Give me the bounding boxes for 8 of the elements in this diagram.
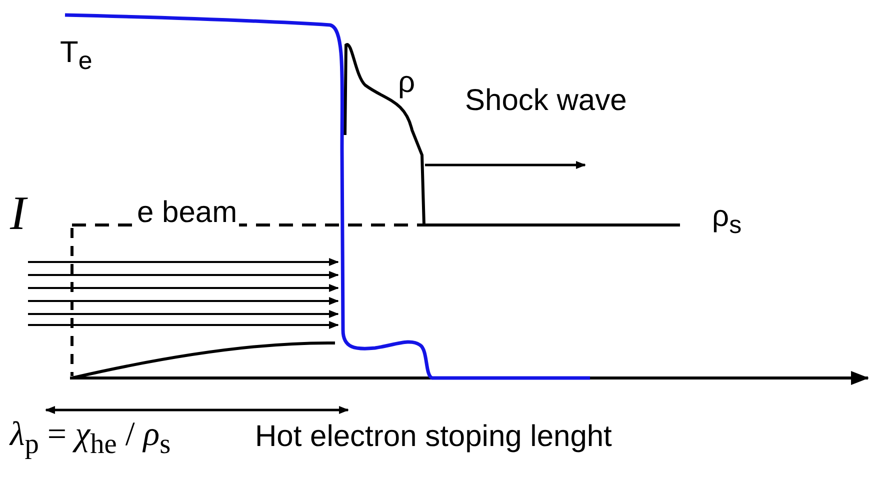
density-label: ρ — [398, 68, 416, 98]
caption-text: Hot electron stoping lenght — [255, 422, 612, 452]
formula-label: λ$_{p}$ = χ$_{he}$ / ρ$_{s}$ — [10, 418, 171, 460]
intensity-label: I — [10, 190, 26, 238]
beam-label: e beam — [135, 198, 240, 228]
shock-wave-label: Shock wave — [465, 86, 627, 116]
shock-density-label: ρ$_{s}$ — [712, 202, 742, 238]
temperature-label: T$_{e}$ — [60, 38, 92, 74]
